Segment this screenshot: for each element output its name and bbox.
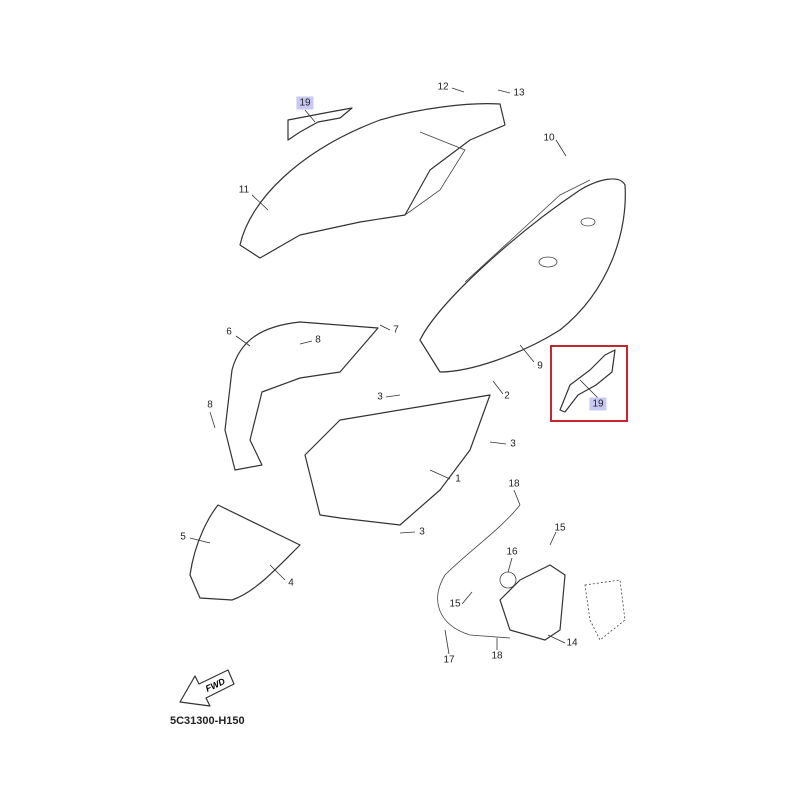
callout-1[interactable]: 1	[455, 473, 461, 485]
callout-3[interactable]: 3	[377, 391, 383, 403]
callout-19[interactable]: 19	[589, 397, 607, 411]
callout-19[interactable]: 19	[296, 96, 314, 110]
part-ghost-bracket	[584, 579, 626, 641]
callout-5[interactable]: 5	[180, 531, 186, 543]
callout-3[interactable]: 3	[510, 438, 516, 450]
part-14-bracket	[499, 564, 566, 641]
part-1-side-cover-lower	[304, 394, 491, 526]
part-19-emblem-top	[287, 107, 353, 141]
callout-13[interactable]: 13	[513, 87, 525, 99]
diagram-code: 5C31300-H150	[170, 715, 245, 727]
callout-18[interactable]: 18	[508, 478, 520, 490]
callout-17[interactable]: 17	[443, 654, 455, 666]
callout-15[interactable]: 15	[449, 598, 461, 610]
part-9-rear-cover	[419, 178, 626, 373]
callout-7[interactable]: 7	[393, 324, 399, 336]
callout-4[interactable]: 4	[288, 577, 294, 589]
callout-6[interactable]: 6	[226, 326, 232, 338]
callout-9[interactable]: 9	[537, 360, 543, 372]
fwd-arrow-icon	[179, 669, 235, 707]
callout-8[interactable]: 8	[207, 399, 213, 411]
part-19-emblem	[559, 349, 616, 413]
callout-14[interactable]: 14	[566, 637, 578, 649]
callout-16[interactable]: 16	[506, 546, 518, 558]
part-11-side-cover-upper	[239, 103, 506, 259]
callout-15[interactable]: 15	[554, 522, 566, 534]
callout-10[interactable]: 10	[543, 132, 555, 144]
callout-11[interactable]: 11	[238, 184, 250, 196]
callout-18[interactable]: 18	[491, 650, 503, 662]
callout-12[interactable]: 12	[437, 81, 449, 93]
part-4-front-cover	[189, 504, 301, 601]
callout-3[interactable]: 3	[419, 526, 425, 538]
leader-lines	[189, 87, 599, 655]
callout-8[interactable]: 8	[315, 334, 321, 346]
part-17-cable	[437, 504, 521, 639]
callout-2[interactable]: 2	[504, 390, 510, 402]
part-6-inner-panel	[224, 321, 379, 471]
highlight-box	[550, 345, 628, 422]
